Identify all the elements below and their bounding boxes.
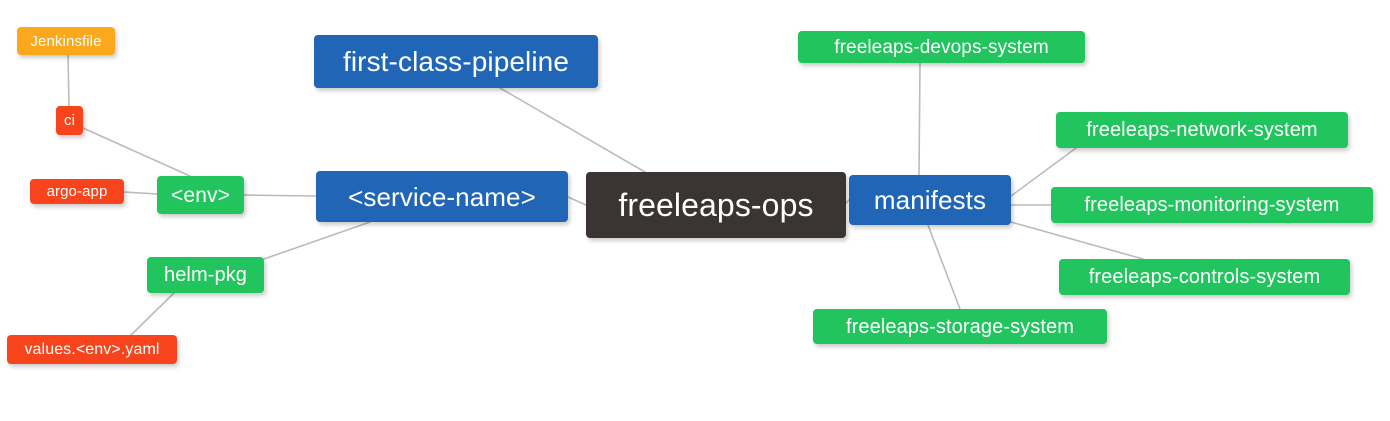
node-ci[interactable]: ci	[56, 106, 83, 135]
edge-freeleaps-ops-to-service-name	[567, 196, 587, 206]
edge-freeleaps-ops-to-first-class-pipeline	[499, 87, 646, 173]
edge-env-to-ci	[82, 127, 191, 177]
edge-service-name-to-helm-pkg	[263, 221, 371, 260]
node-argo-app[interactable]: argo-app	[30, 179, 124, 204]
node-first-class-pipeline[interactable]: first-class-pipeline	[314, 35, 598, 88]
node-controls-system[interactable]: freeleaps-controls-system	[1059, 259, 1350, 295]
node-manifests[interactable]: manifests	[849, 175, 1011, 225]
node-env[interactable]: <env>	[157, 176, 244, 214]
node-values-yaml[interactable]: values.<env>.yaml	[7, 335, 177, 364]
edge-manifests-to-storage-system	[927, 224, 961, 310]
node-freeleaps-ops[interactable]: freeleaps-ops	[586, 172, 846, 238]
node-devops-system[interactable]: freeleaps-devops-system	[798, 31, 1085, 63]
edge-service-name-to-env	[243, 194, 317, 197]
node-jenkinsfile[interactable]: Jenkinsfile	[17, 27, 115, 55]
edge-ci-to-jenkinsfile	[67, 54, 70, 107]
edge-env-to-argo-app	[123, 191, 158, 195]
node-network-system[interactable]: freeleaps-network-system	[1056, 112, 1348, 148]
edge-manifests-to-devops-system	[918, 62, 921, 176]
node-storage-system[interactable]: freeleaps-storage-system	[813, 309, 1107, 344]
node-helm-pkg[interactable]: helm-pkg	[147, 257, 264, 293]
node-monitoring-system[interactable]: freeleaps-monitoring-system	[1051, 187, 1373, 223]
node-service-name[interactable]: <service-name>	[316, 171, 568, 222]
edge-manifests-to-controls-system	[1010, 221, 1144, 260]
edge-helm-pkg-to-values-yaml	[129, 291, 176, 337]
